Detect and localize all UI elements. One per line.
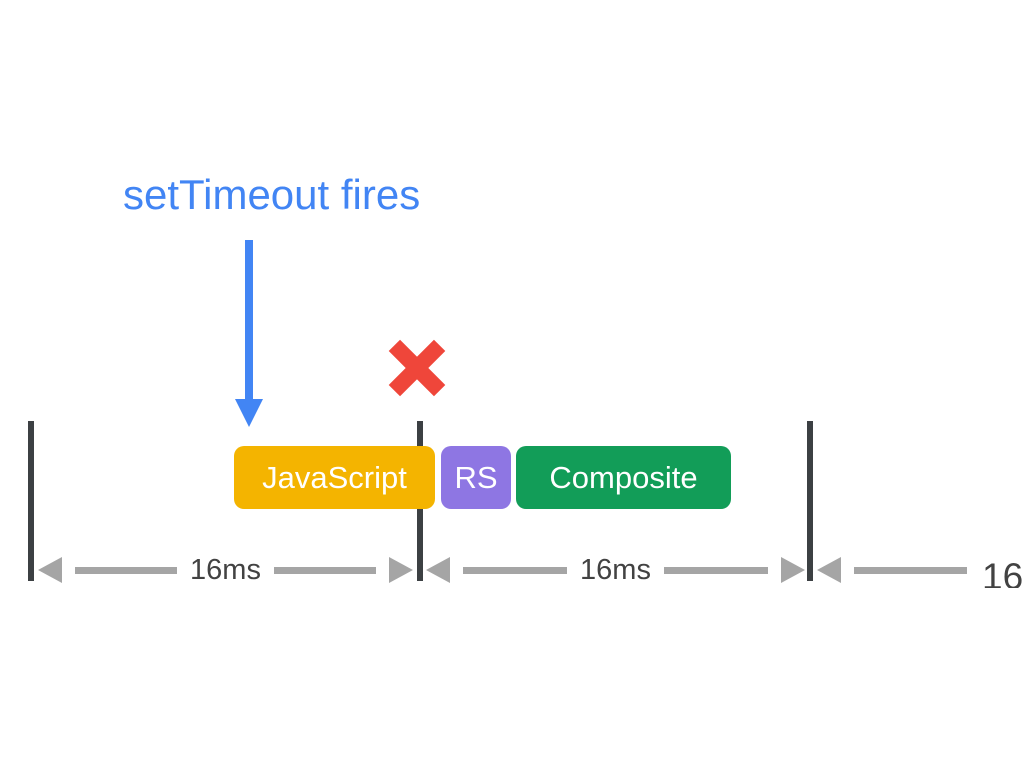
- interval-arrow-2: 16ms: [426, 553, 806, 586]
- arrow-left-head-icon: [817, 557, 841, 583]
- down-arrow-head: [235, 399, 263, 427]
- task-bar-javascript: JavaScript: [234, 446, 435, 509]
- arrow-right-head-icon: [389, 557, 414, 583]
- task-bar-rs: RS: [441, 446, 511, 509]
- task-bar-rs-label: RS: [454, 459, 498, 495]
- task-bar-javascript-label: JavaScript: [262, 459, 407, 495]
- interval-arrow-3: [817, 557, 968, 583]
- interval-arrow-1: 16ms: [38, 553, 414, 586]
- down-arrow-shaft: [245, 240, 253, 400]
- frame-boundary-tick-1: [28, 421, 34, 581]
- arrow-right-head-icon: [781, 557, 806, 583]
- interval-label-3: 16ms: [982, 560, 1024, 588]
- missed-frame-x-icon: [385, 336, 449, 400]
- interval-label-3-clip: 16ms: [982, 560, 1024, 588]
- arrow-left-head-icon: [426, 557, 450, 583]
- frame-boundary-tick-3: [807, 421, 813, 581]
- arrow-left-head-icon: [38, 557, 62, 583]
- settimeout-annotation-label: setTimeout fires: [123, 171, 421, 218]
- interval-label-1: 16ms: [190, 553, 261, 586]
- task-bar-composite: Composite: [516, 446, 731, 509]
- task-bar-composite-label: Composite: [549, 459, 698, 495]
- interval-label-2: 16ms: [580, 553, 651, 586]
